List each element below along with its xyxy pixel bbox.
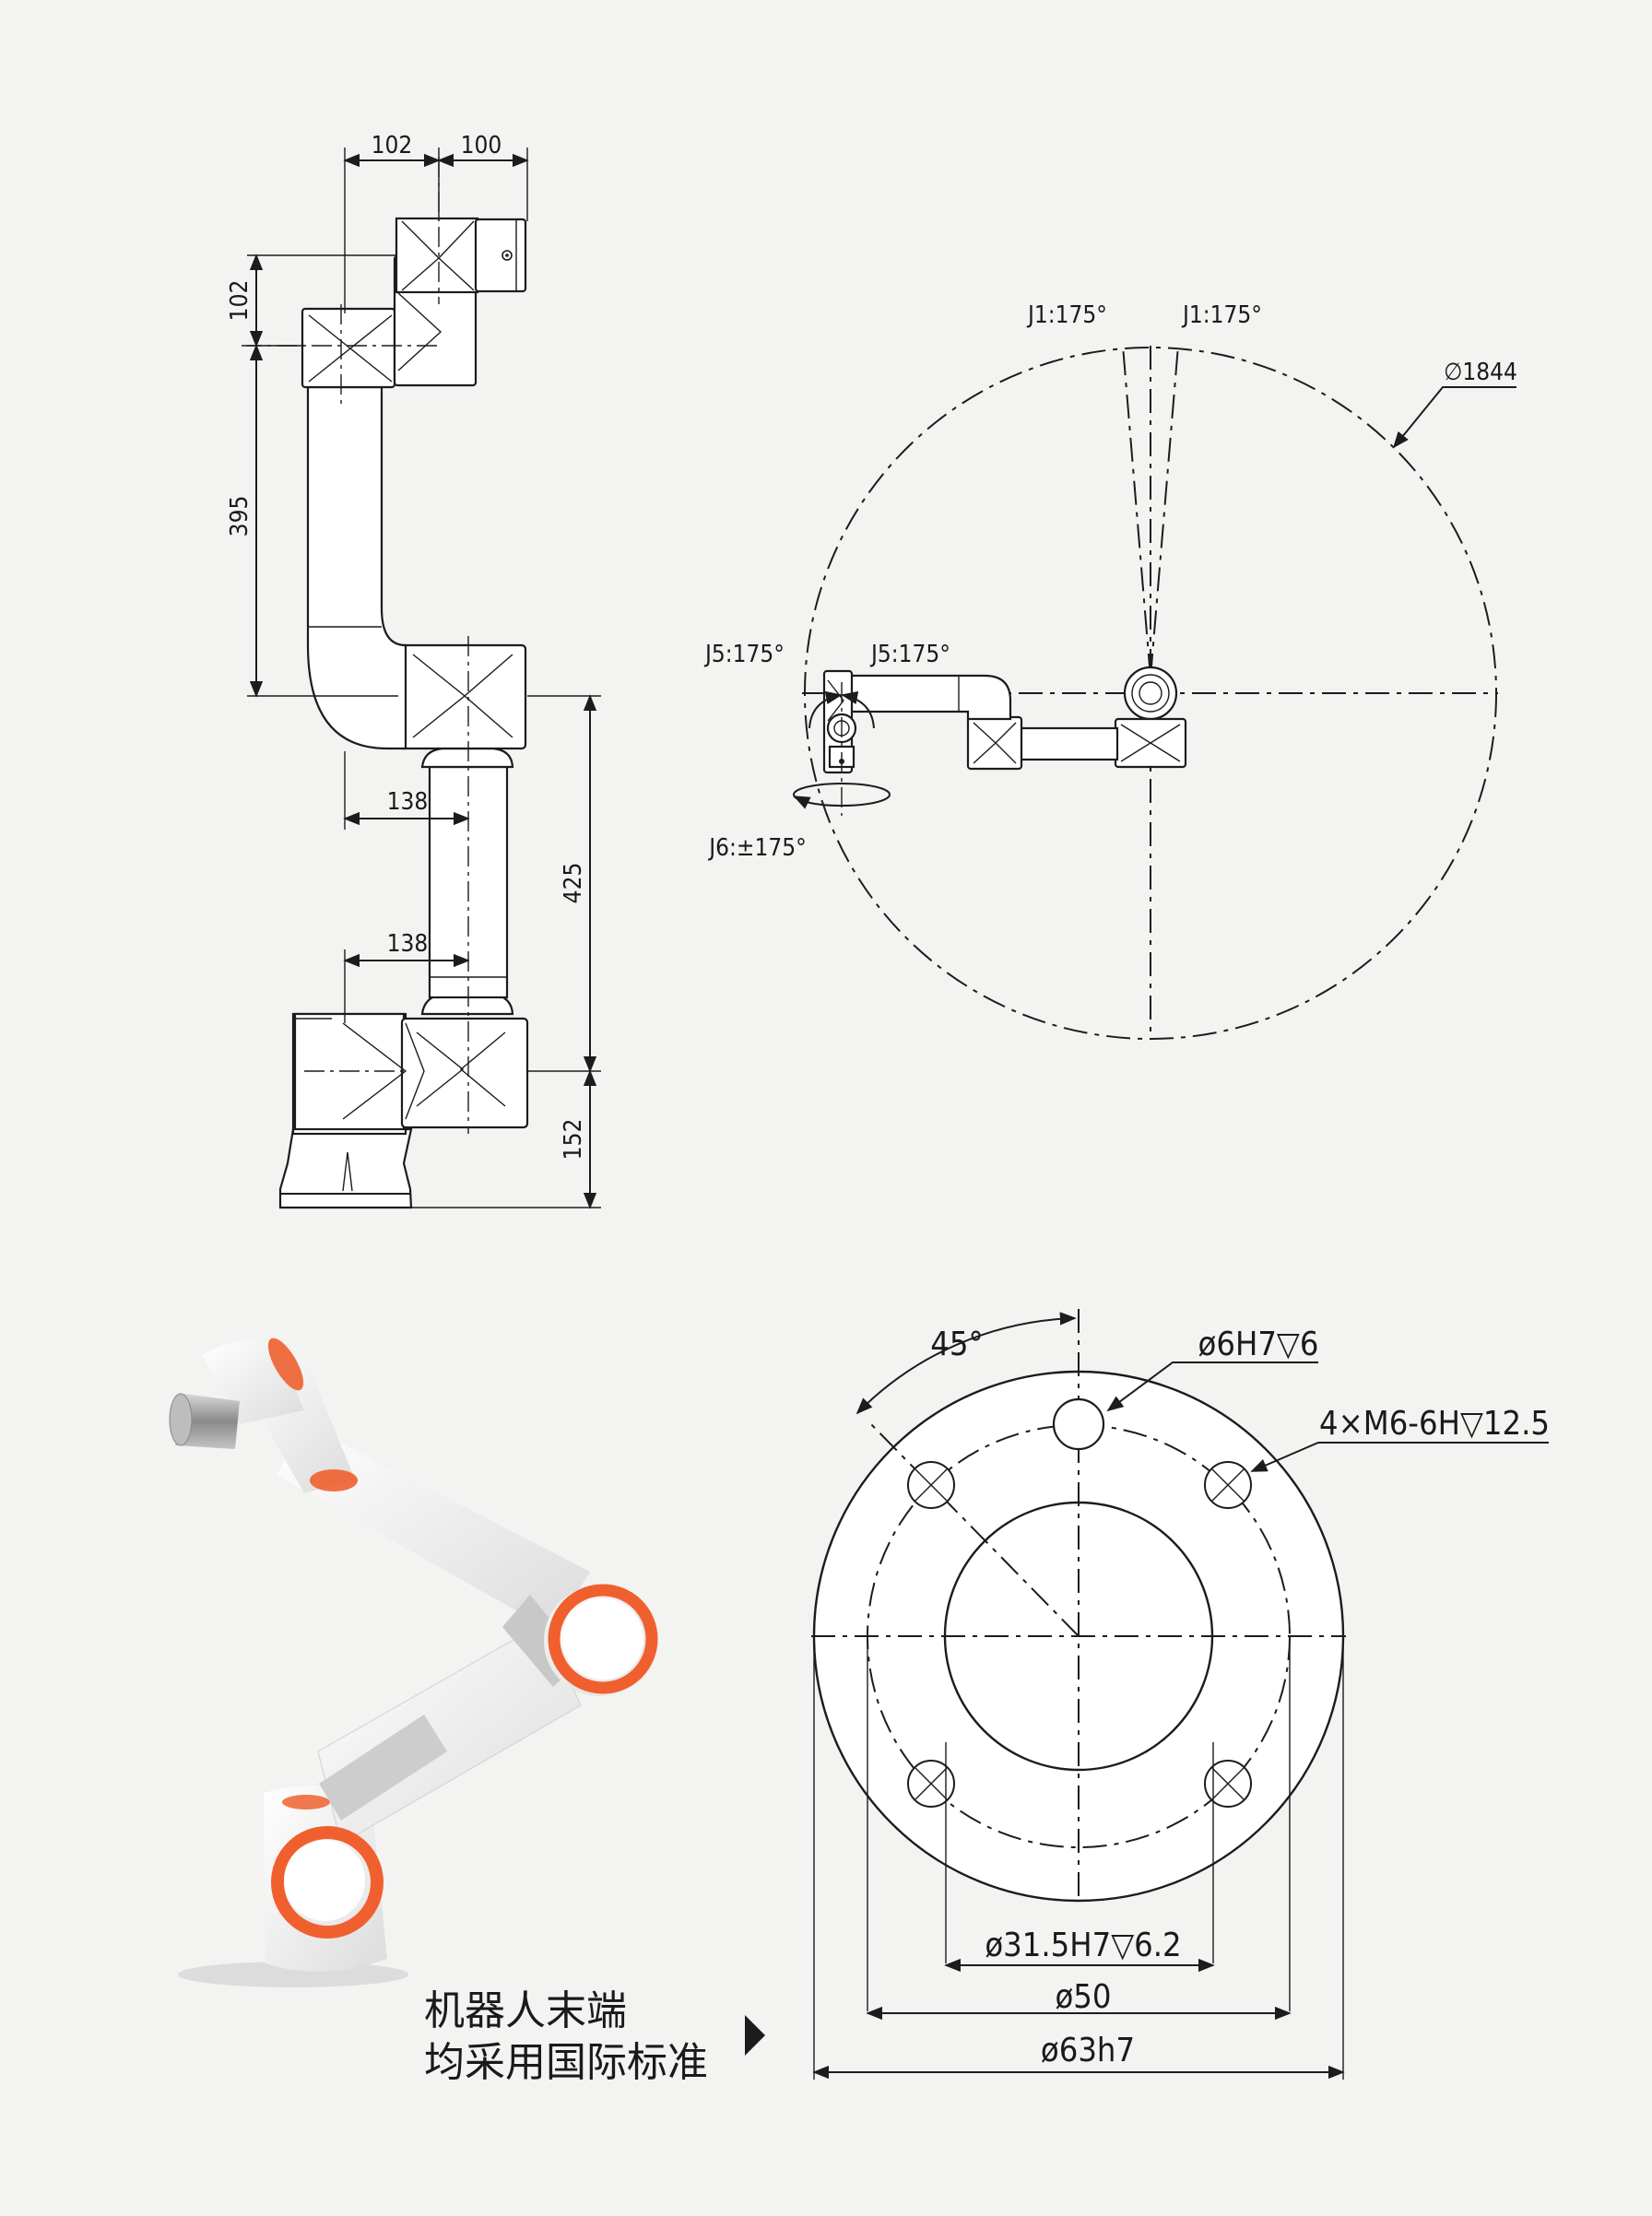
label-thread-holes: 4×M6-6H▽12.5	[1319, 1405, 1550, 1443]
label-j6: J6:±175°	[707, 834, 807, 862]
dim-152-vertical: 152	[560, 1119, 587, 1161]
label-j5-right: J5:175°	[869, 641, 950, 668]
label-j1-left: J1:175°	[1026, 301, 1107, 329]
thread-hole-tr	[1204, 1461, 1252, 1509]
thread-hole-bl	[907, 1760, 955, 1808]
dim-395-vertical: 395	[226, 496, 254, 537]
label-outer-diameter: ø63h7	[1041, 2032, 1135, 2069]
dim-102-top: 102	[372, 132, 413, 159]
label-reach-diameter: ∅1844	[1444, 359, 1517, 386]
label-j1-right: J1:175°	[1181, 301, 1262, 329]
label-center-bore: ø31.5H7▽6.2	[985, 1927, 1181, 1964]
thread-hole-tl	[907, 1461, 955, 1509]
label-j5-left: J5:175°	[703, 641, 785, 668]
robot-render	[169, 1338, 658, 1987]
dim-102-vertical: 102	[226, 280, 254, 322]
dim-425-vertical: 425	[560, 863, 587, 904]
dim-138-upper: 138	[387, 788, 429, 816]
side-view: 102 100 102 395 138 138 425 152	[226, 132, 601, 1209]
dim-100-top: 100	[461, 132, 502, 159]
label-pcd: ø50	[1055, 1978, 1111, 2016]
flange-view: 45° ø6H7▽6 4×M6-6H▽12.5 ø31.5H7▽6.2 ø50 …	[811, 1309, 1550, 2080]
thread-hole-br	[1204, 1760, 1252, 1808]
label-pin-hole: ø6H7▽6	[1198, 1326, 1319, 1363]
dim-138-lower: 138	[387, 930, 429, 958]
caption-line-2: 均采用国际标准	[424, 2039, 708, 2086]
caption-line-1: 机器人末端	[424, 1987, 627, 2034]
label-45-angle: 45°	[930, 1326, 983, 1363]
top-view: J1:175° J1:175° ∅1844 J5:175° J5:175° J6…	[703, 301, 1517, 1040]
caption-arrow-icon	[745, 2015, 765, 2056]
